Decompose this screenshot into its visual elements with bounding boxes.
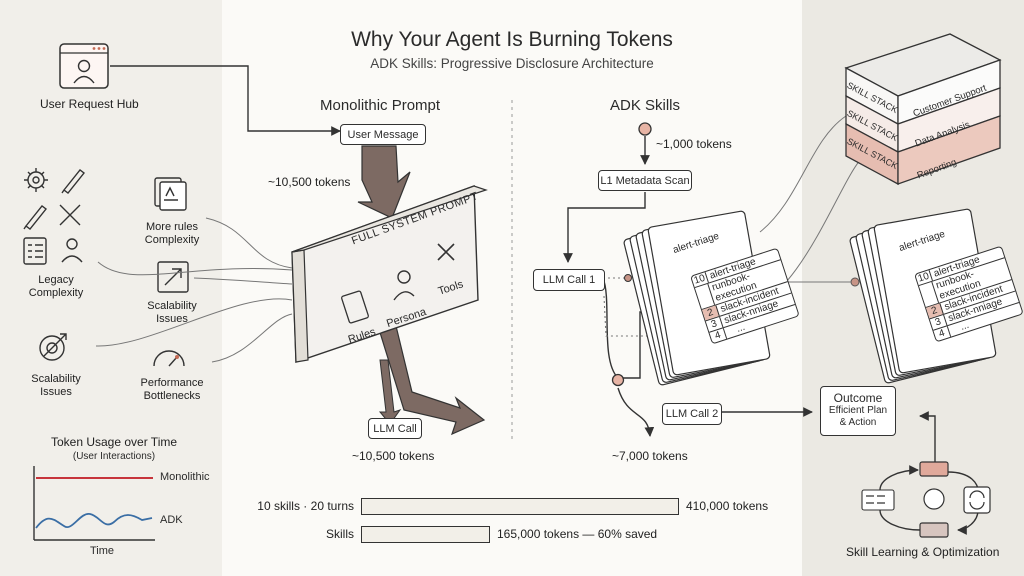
hub-connector (110, 65, 341, 136)
chart-title: Token Usage over Time (50, 435, 178, 449)
comparison-label-monolithic: 10 skills · 20 turns (257, 499, 354, 513)
llm-call-1-node: LLM Call 1 (533, 269, 605, 291)
monolithic-tokens-bottom: ~10,500 tokens (352, 449, 435, 463)
comparison-label-skills: Skills (325, 527, 354, 541)
llm-call-node: LLM Call (368, 418, 422, 439)
scalability-left-label: Scalability Issues (31, 373, 81, 398)
performance-label: Performance Bottlenecks (140, 377, 204, 402)
adk-tokens-top: ~1,000 tokens (656, 137, 732, 151)
adk-entry-node (638, 122, 652, 136)
page-title: Why Your Agent Is Burning Tokens (351, 28, 673, 51)
browser-user-icon (59, 43, 109, 89)
adk-merge-node (611, 373, 625, 387)
chart-subtitle: (User Interactions) (72, 451, 156, 462)
learning-loop-icons (861, 461, 991, 538)
series-adk (35, 513, 153, 529)
adk-heading: ADK Skills (610, 97, 681, 114)
scalability-mid-label: Scalability Issues (147, 300, 197, 325)
outcome-title: Outcome (833, 391, 883, 405)
token-usage-chart (33, 466, 155, 541)
comparison-bar-monolithic (361, 498, 679, 515)
metadata-scan-node: L1 Metadata Scan (598, 170, 692, 191)
outcome-body: Efficient Plan & Action (828, 405, 888, 428)
user-request-hub-label: User Request Hub (40, 97, 139, 111)
outcome-node: Outcome Efficient Plan & Action (820, 386, 896, 436)
llm-call-2-node: LLM Call 2 (662, 403, 722, 425)
user-message-node: User Message (340, 124, 426, 145)
left-panel (0, 0, 222, 576)
monolithic-tokens-top: ~10,500 tokens (268, 175, 351, 189)
left-connectors (95, 217, 293, 363)
legend-adk: ADK (160, 514, 183, 526)
comparison-bar-skills (361, 526, 490, 543)
skill-learning-label: Skill Learning & Optimization (846, 545, 1000, 559)
tools-icons (23, 168, 189, 367)
adk-tokens-bottom: ~7,000 tokens (612, 449, 688, 463)
comparison-value-skills: 165,000 tokens — 60% saved (497, 527, 658, 541)
page-subtitle: ADK Skills: Progressive Disclosure Archi… (370, 56, 654, 71)
monolithic-heading: Monolithic Prompt (320, 97, 441, 114)
comparison-value-monolithic: 410,000 tokens (686, 499, 769, 513)
skill-stack-graphic (844, 33, 1002, 186)
chart-xlabel: Time (90, 545, 115, 557)
full-system-prompt-block (291, 185, 488, 363)
legend-monolithic: Monolithic (160, 471, 210, 483)
more-rules-label: More rules Complexity (144, 221, 200, 246)
legacy-complexity-label: Legacy Complexity (28, 274, 84, 299)
